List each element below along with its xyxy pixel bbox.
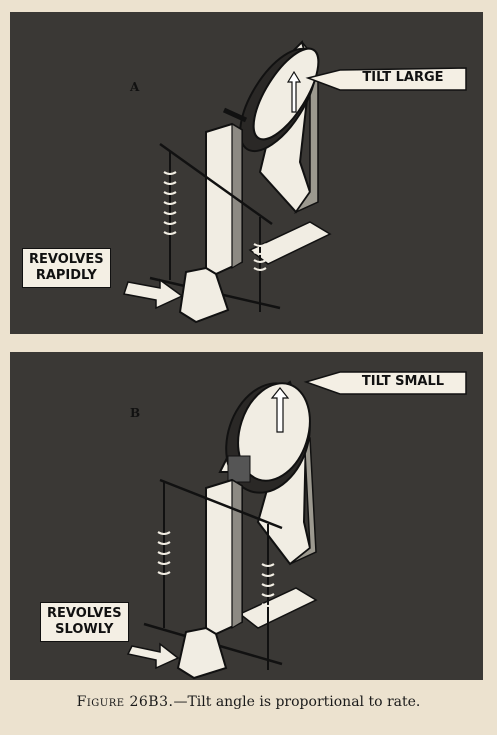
gyro-diagram-a (123, 40, 467, 324)
rotation-arrow-icon (286, 70, 302, 113)
support-post-side (231, 122, 243, 270)
spring-right (253, 243, 267, 271)
figure-caption: Figure 26B3.—Tilt angle is proportional … (0, 694, 497, 710)
revolve-label-line1: REVOLVES (29, 252, 104, 267)
revolve-arrow-icon (126, 642, 180, 670)
tilt-label-pointer (305, 67, 467, 91)
panel-letter: B (130, 406, 141, 420)
rotation-arrow-icon (270, 387, 290, 433)
spring-right (261, 563, 275, 607)
caption-text: —Tilt angle is proportional to rate. (173, 694, 421, 710)
revolve-label-line2: RAPIDLY (35, 268, 97, 283)
rotor-wheel (237, 382, 311, 482)
shaft (222, 107, 248, 123)
rotor-hub (227, 455, 251, 483)
revolve-label: REVOLVES SLOWLY (40, 602, 129, 642)
base-plate (248, 221, 332, 265)
spring-rod (159, 142, 273, 226)
base-foot (178, 266, 230, 324)
base-plate (238, 587, 318, 629)
spring-rod (159, 478, 283, 530)
revolve-label: REVOLVES RAPIDLY (22, 248, 111, 288)
revolve-label-line1: REVOLVES (47, 606, 122, 621)
spring-left (157, 531, 171, 575)
spring-left (163, 171, 177, 235)
base-foot (176, 626, 228, 680)
panel-a: A TILT LARGE REVOLVES RAPIDLY (10, 12, 483, 334)
gyro-diagram-b (126, 371, 467, 680)
revolve-label-line2: SLOWLY (55, 622, 114, 637)
support-post-side (231, 478, 243, 630)
tilt-label: TILT LARGE (362, 70, 444, 85)
panel-b: B TILT SMALL REVOLVES SLOWLY (10, 352, 483, 680)
figure-number: Figure 26B3. (76, 694, 174, 710)
tilt-label-pointer (303, 371, 467, 395)
tilt-label: TILT SMALL (361, 374, 445, 389)
rotor-wheel (252, 47, 320, 141)
revolve-arrow-icon (123, 278, 184, 310)
panel-letter: A (130, 80, 140, 94)
